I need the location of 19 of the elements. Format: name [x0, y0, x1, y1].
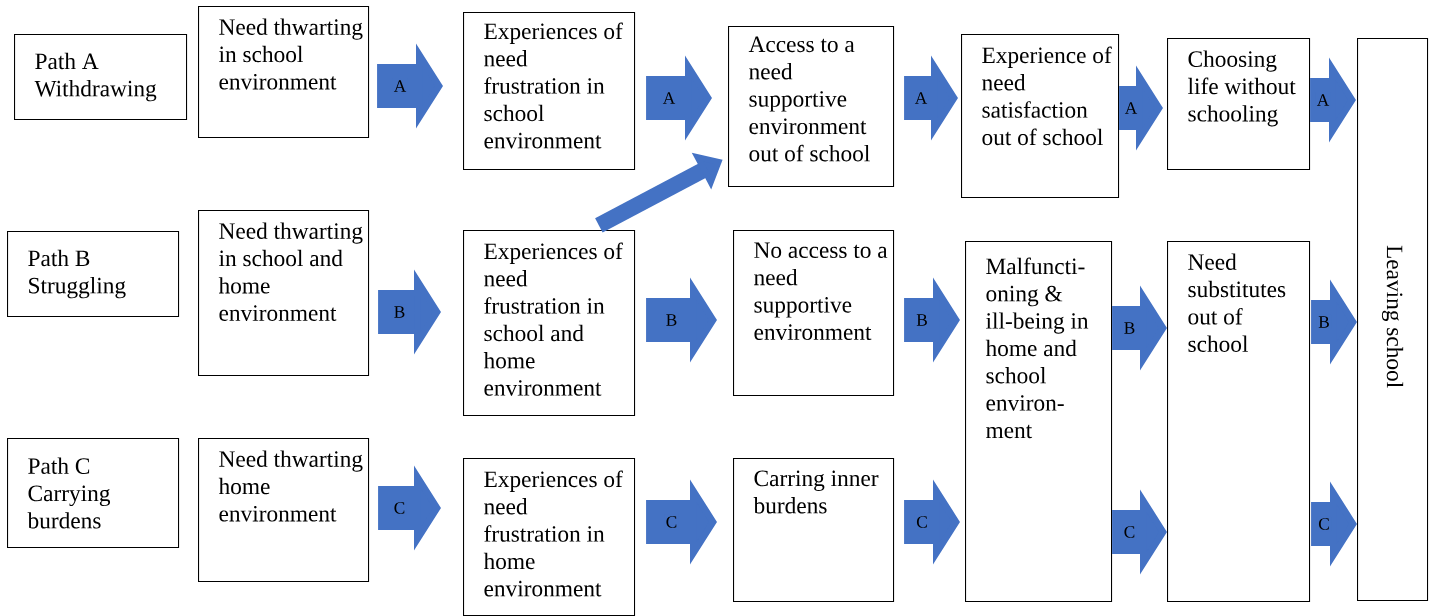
edge-label: B — [1316, 314, 1332, 330]
process-box: Experiences of need frustration in home environment — [463, 458, 636, 616]
end-box: Leaving school — [1357, 38, 1429, 602]
process-box: No access to a need supportive environment — [733, 230, 895, 397]
process-box: Experiences of need frustration in school and home environment — [463, 230, 636, 417]
process-box: Need thwarting in school and home environment — [198, 210, 370, 377]
process-box: Carring inner burdens — [733, 458, 895, 603]
process-box: Malfuncti- oning & ill-being in home and school environ- ment — [965, 241, 1113, 603]
process-box: Experiences of need frustration in school environment — [463, 12, 636, 171]
process-box: Need substitutes out of school — [1167, 241, 1311, 603]
process-box: Need thwarting home environment — [198, 438, 370, 583]
path-label-box: Path C Carrying burdens — [7, 438, 180, 549]
path-label-box: Path A Withdrawing — [14, 34, 188, 121]
edge-label: B — [914, 312, 930, 328]
process-box: Choosing life without schooling — [1167, 38, 1311, 171]
process-box: Need thwarting in school environment — [198, 6, 370, 139]
process-box: Experience of need satisfaction out of school — [961, 34, 1120, 199]
process-box: Access to a need supportive environment out of school — [728, 26, 895, 188]
path-label-box: Path B Struggling — [7, 231, 180, 318]
